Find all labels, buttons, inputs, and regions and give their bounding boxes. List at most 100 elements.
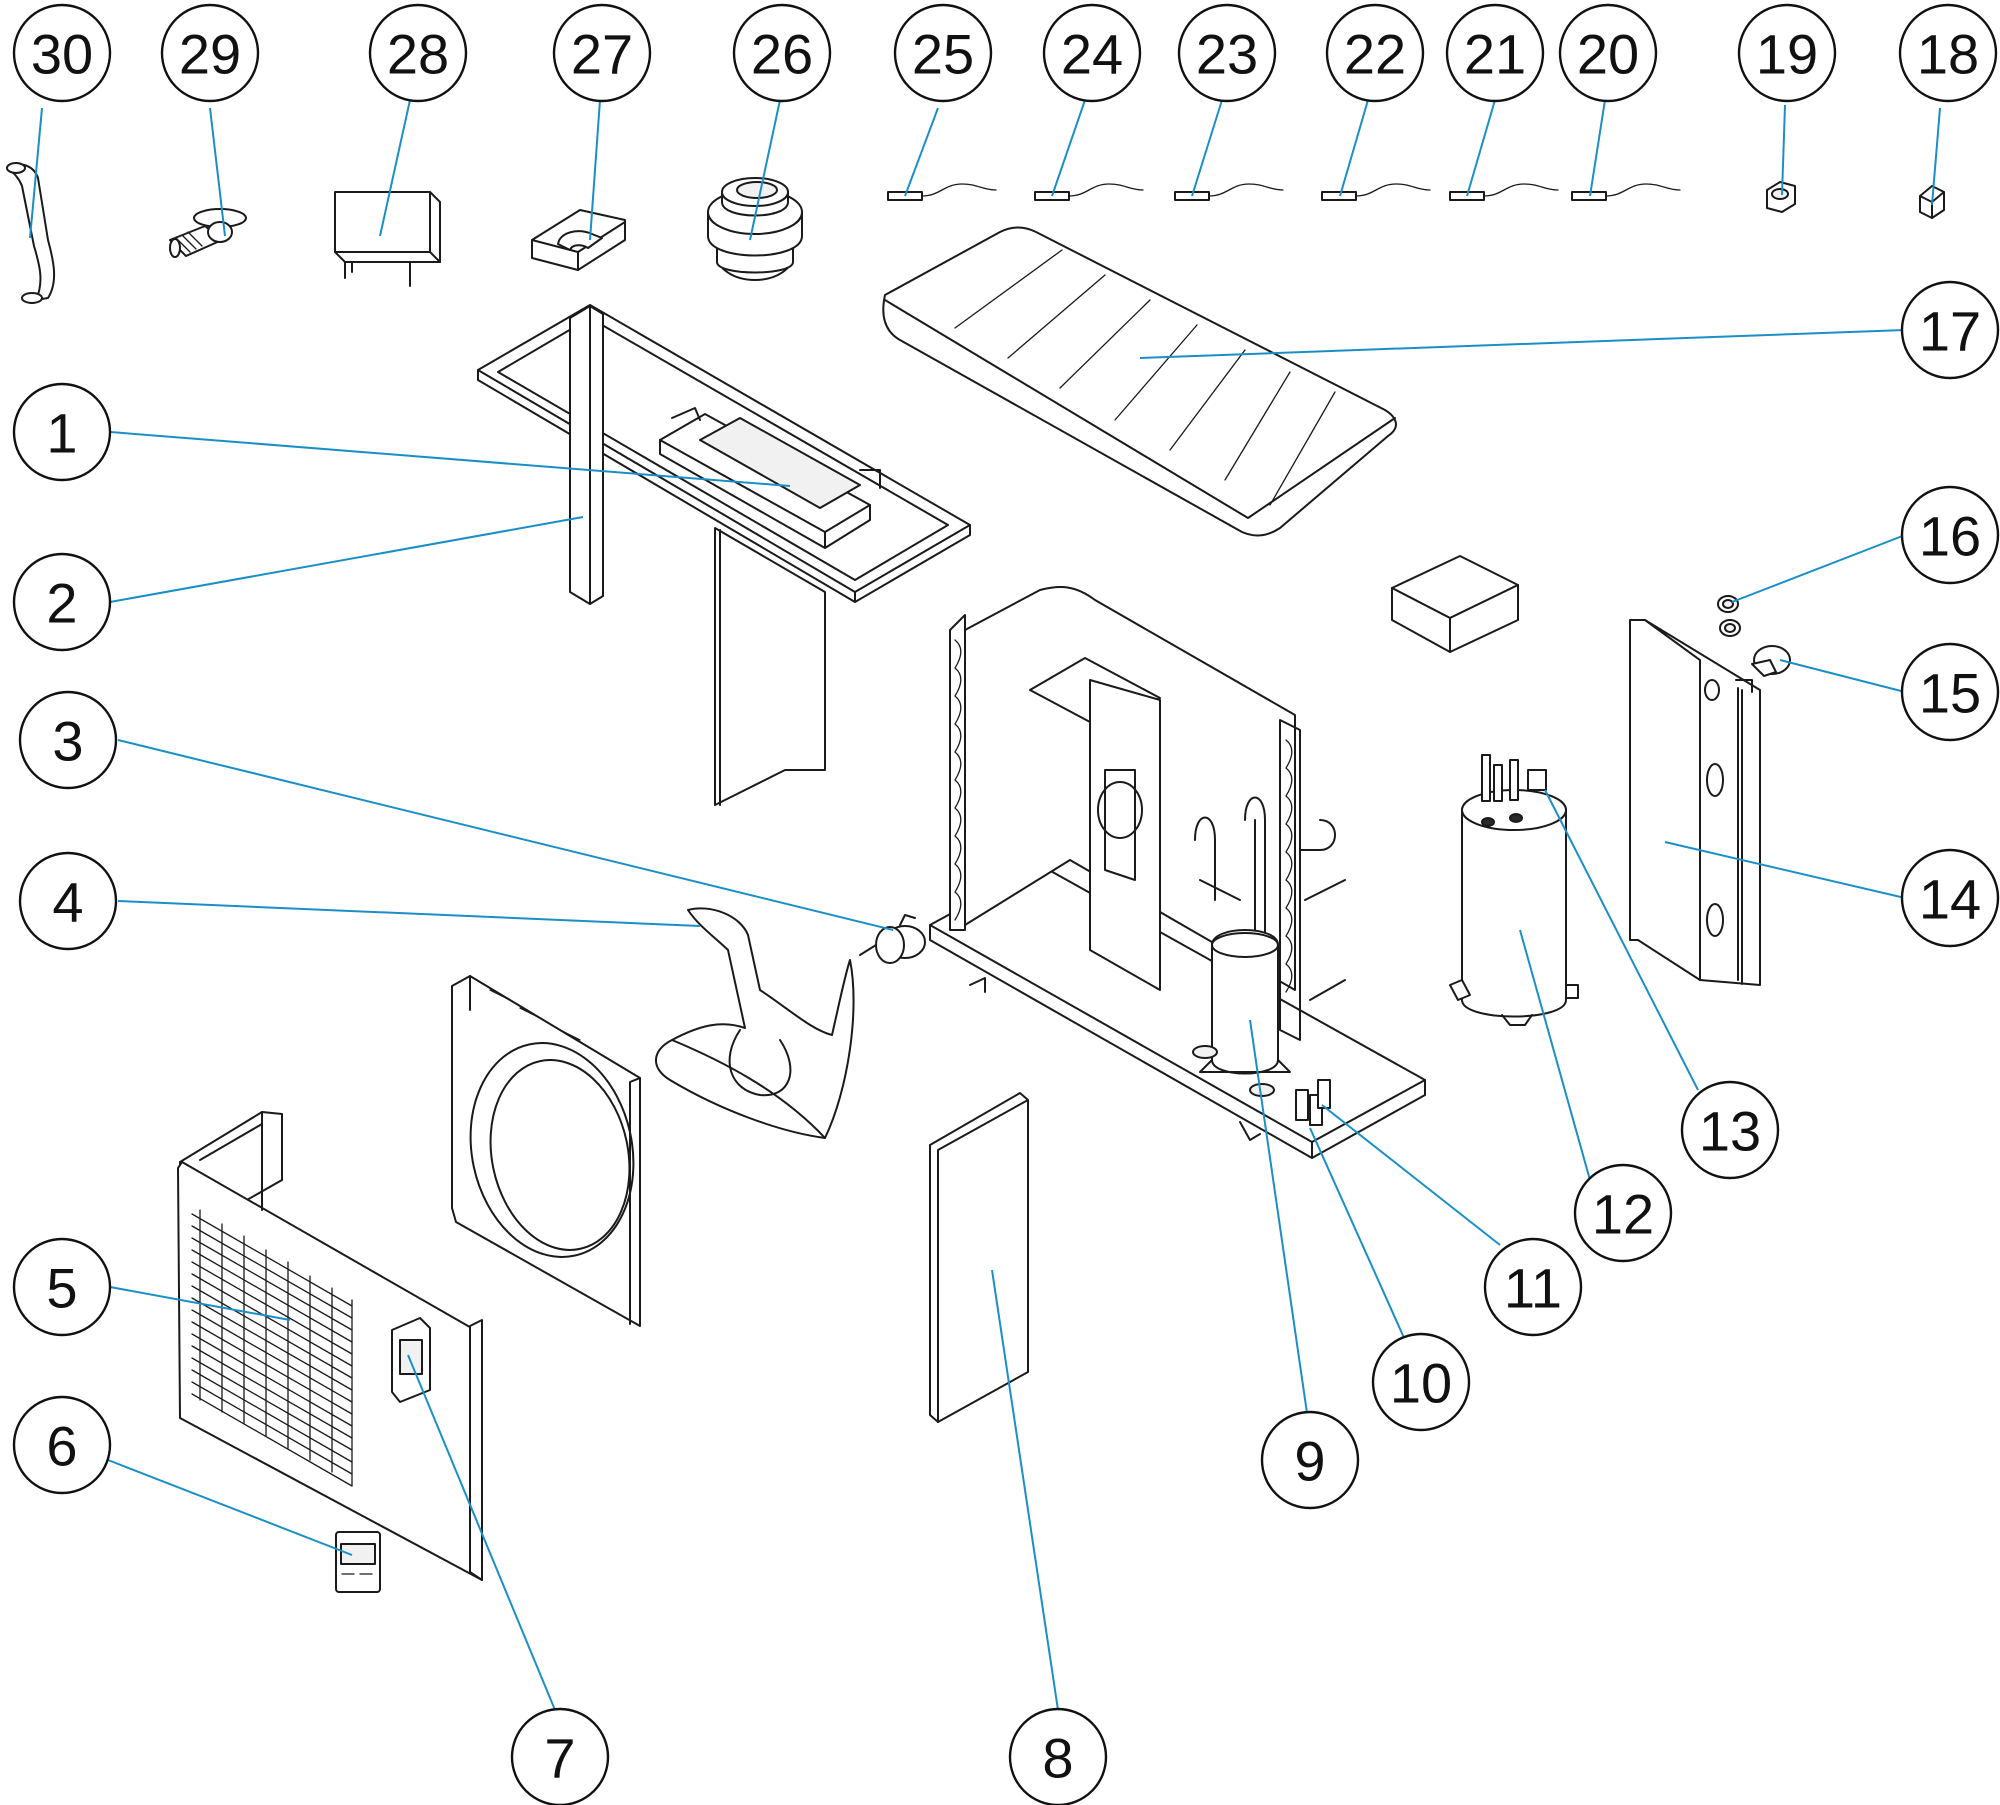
leader-27 [589,99,601,241]
callout-11: 11 [1483,1237,1583,1337]
callout-13: 13 [1680,1080,1780,1180]
part-condenser-coil [949,586,1301,1041]
callout-label: 25 [912,23,974,86]
part-27-bracket [531,209,626,271]
leader-3 [117,739,894,931]
leader-26 [749,99,781,241]
leader-16 [1731,534,1906,603]
callout-label: 11 [1504,1257,1562,1320]
callout-28: 28 [368,3,468,103]
callout-12: 12 [1573,1163,1673,1263]
leader-18 [1931,107,1941,206]
part-25-sensor [887,183,997,201]
part-22-sensor [1321,183,1431,201]
callout-label: 17 [1919,300,1981,363]
part-17-top-cover [882,226,1397,537]
callout-label: 19 [1756,23,1818,86]
part-30-hose [6,162,55,304]
callout-label: 15 [1919,662,1981,725]
callout-2: 2 [12,552,112,652]
callout-18: 18 [1898,3,1998,103]
part-16-cable-gland [1717,595,1741,637]
callout-label: 24 [1061,23,1123,86]
callout-30: 30 [12,3,112,103]
callout-14: 14 [1900,848,2000,948]
callout-6: 6 [12,1395,112,1495]
leader-4 [117,900,701,927]
leader-10 [1309,1127,1406,1341]
leader-30 [29,107,43,239]
leader-14 [1664,841,1906,899]
callout-15: 15 [1900,642,2000,742]
leader-15 [1779,659,1906,693]
part-front-shroud-panel [451,975,641,1327]
part-14-side-panel [1629,619,1761,986]
part-29-drain-fitting [169,208,247,258]
callout-label: 23 [1196,23,1258,86]
callout-3: 3 [18,690,118,790]
callout-25: 25 [893,3,993,103]
callout-10: 10 [1371,1332,1471,1432]
callout-29: 29 [160,3,260,103]
callout-label: 12 [1592,1183,1654,1246]
part-8-service-panel [929,1092,1029,1423]
part-4-fan-blade [655,907,855,1139]
callout-26: 26 [732,3,832,103]
callout-label: 18 [1917,23,1979,86]
leader-9 [1249,1019,1308,1414]
callout-27: 27 [552,3,652,103]
part-28-capacitor [334,191,441,287]
leader-2 [109,516,584,603]
part-12-heat-exchanger [1449,754,1579,1026]
callout-8: 8 [1008,1707,1108,1805]
callout-label: 27 [571,23,633,86]
part-23-sensor [1174,183,1284,201]
callout-22: 22 [1325,3,1425,103]
callout-label: 30 [31,23,93,86]
callout-label: 13 [1699,1100,1761,1163]
part-24-sensor [1034,183,1144,201]
callout-label: 14 [1919,868,1981,931]
part-3-fan-motor [859,914,926,964]
callout-5: 5 [12,1237,112,1337]
callout-label: 21 [1464,23,1526,86]
part-2-frame [477,304,971,806]
callout-7: 7 [510,1707,610,1805]
leader-13 [1544,789,1699,1091]
leader-23 [1191,99,1223,197]
part-21-sensor [1449,183,1559,201]
leader-17 [1139,329,1906,359]
part-terminal-box [1391,555,1519,653]
leader-7 [407,1354,556,1711]
callout-label: 1 [46,402,77,465]
leader-12 [1519,929,1591,1181]
callout-label: 28 [387,23,449,86]
leader-29 [209,107,226,237]
part-19-nut [1766,181,1796,213]
callout-label: 16 [1919,505,1981,568]
leader-25 [904,107,939,197]
callout-4: 4 [18,851,118,951]
callout-23: 23 [1177,3,1277,103]
leader-28 [379,99,411,237]
callout-label: 4 [52,871,83,934]
leader-20 [1589,99,1606,197]
leader-8 [991,1269,1059,1711]
leader-19 [1781,104,1786,196]
callout-label: 29 [179,23,241,86]
callout-label: 10 [1390,1352,1452,1415]
callout-label: 7 [544,1727,575,1790]
part-chassis-base [929,864,1426,1159]
part-5-front-grille [177,1111,483,1581]
callout-bubbles: 30 29 28 27 26 25 24 23 22 21 20 19 18 1… [12,3,2000,1805]
callout-19: 19 [1737,3,1837,103]
part-9-compressor [1192,929,1291,1097]
callout-label: 20 [1577,23,1639,86]
leader-21 [1466,99,1496,197]
leader-24 [1051,99,1086,197]
callout-9: 9 [1260,1410,1360,1510]
leader-11 [1321,1104,1501,1246]
part-6-controller [335,1531,381,1593]
callout-24: 24 [1042,3,1142,103]
leader-1 [109,431,791,487]
